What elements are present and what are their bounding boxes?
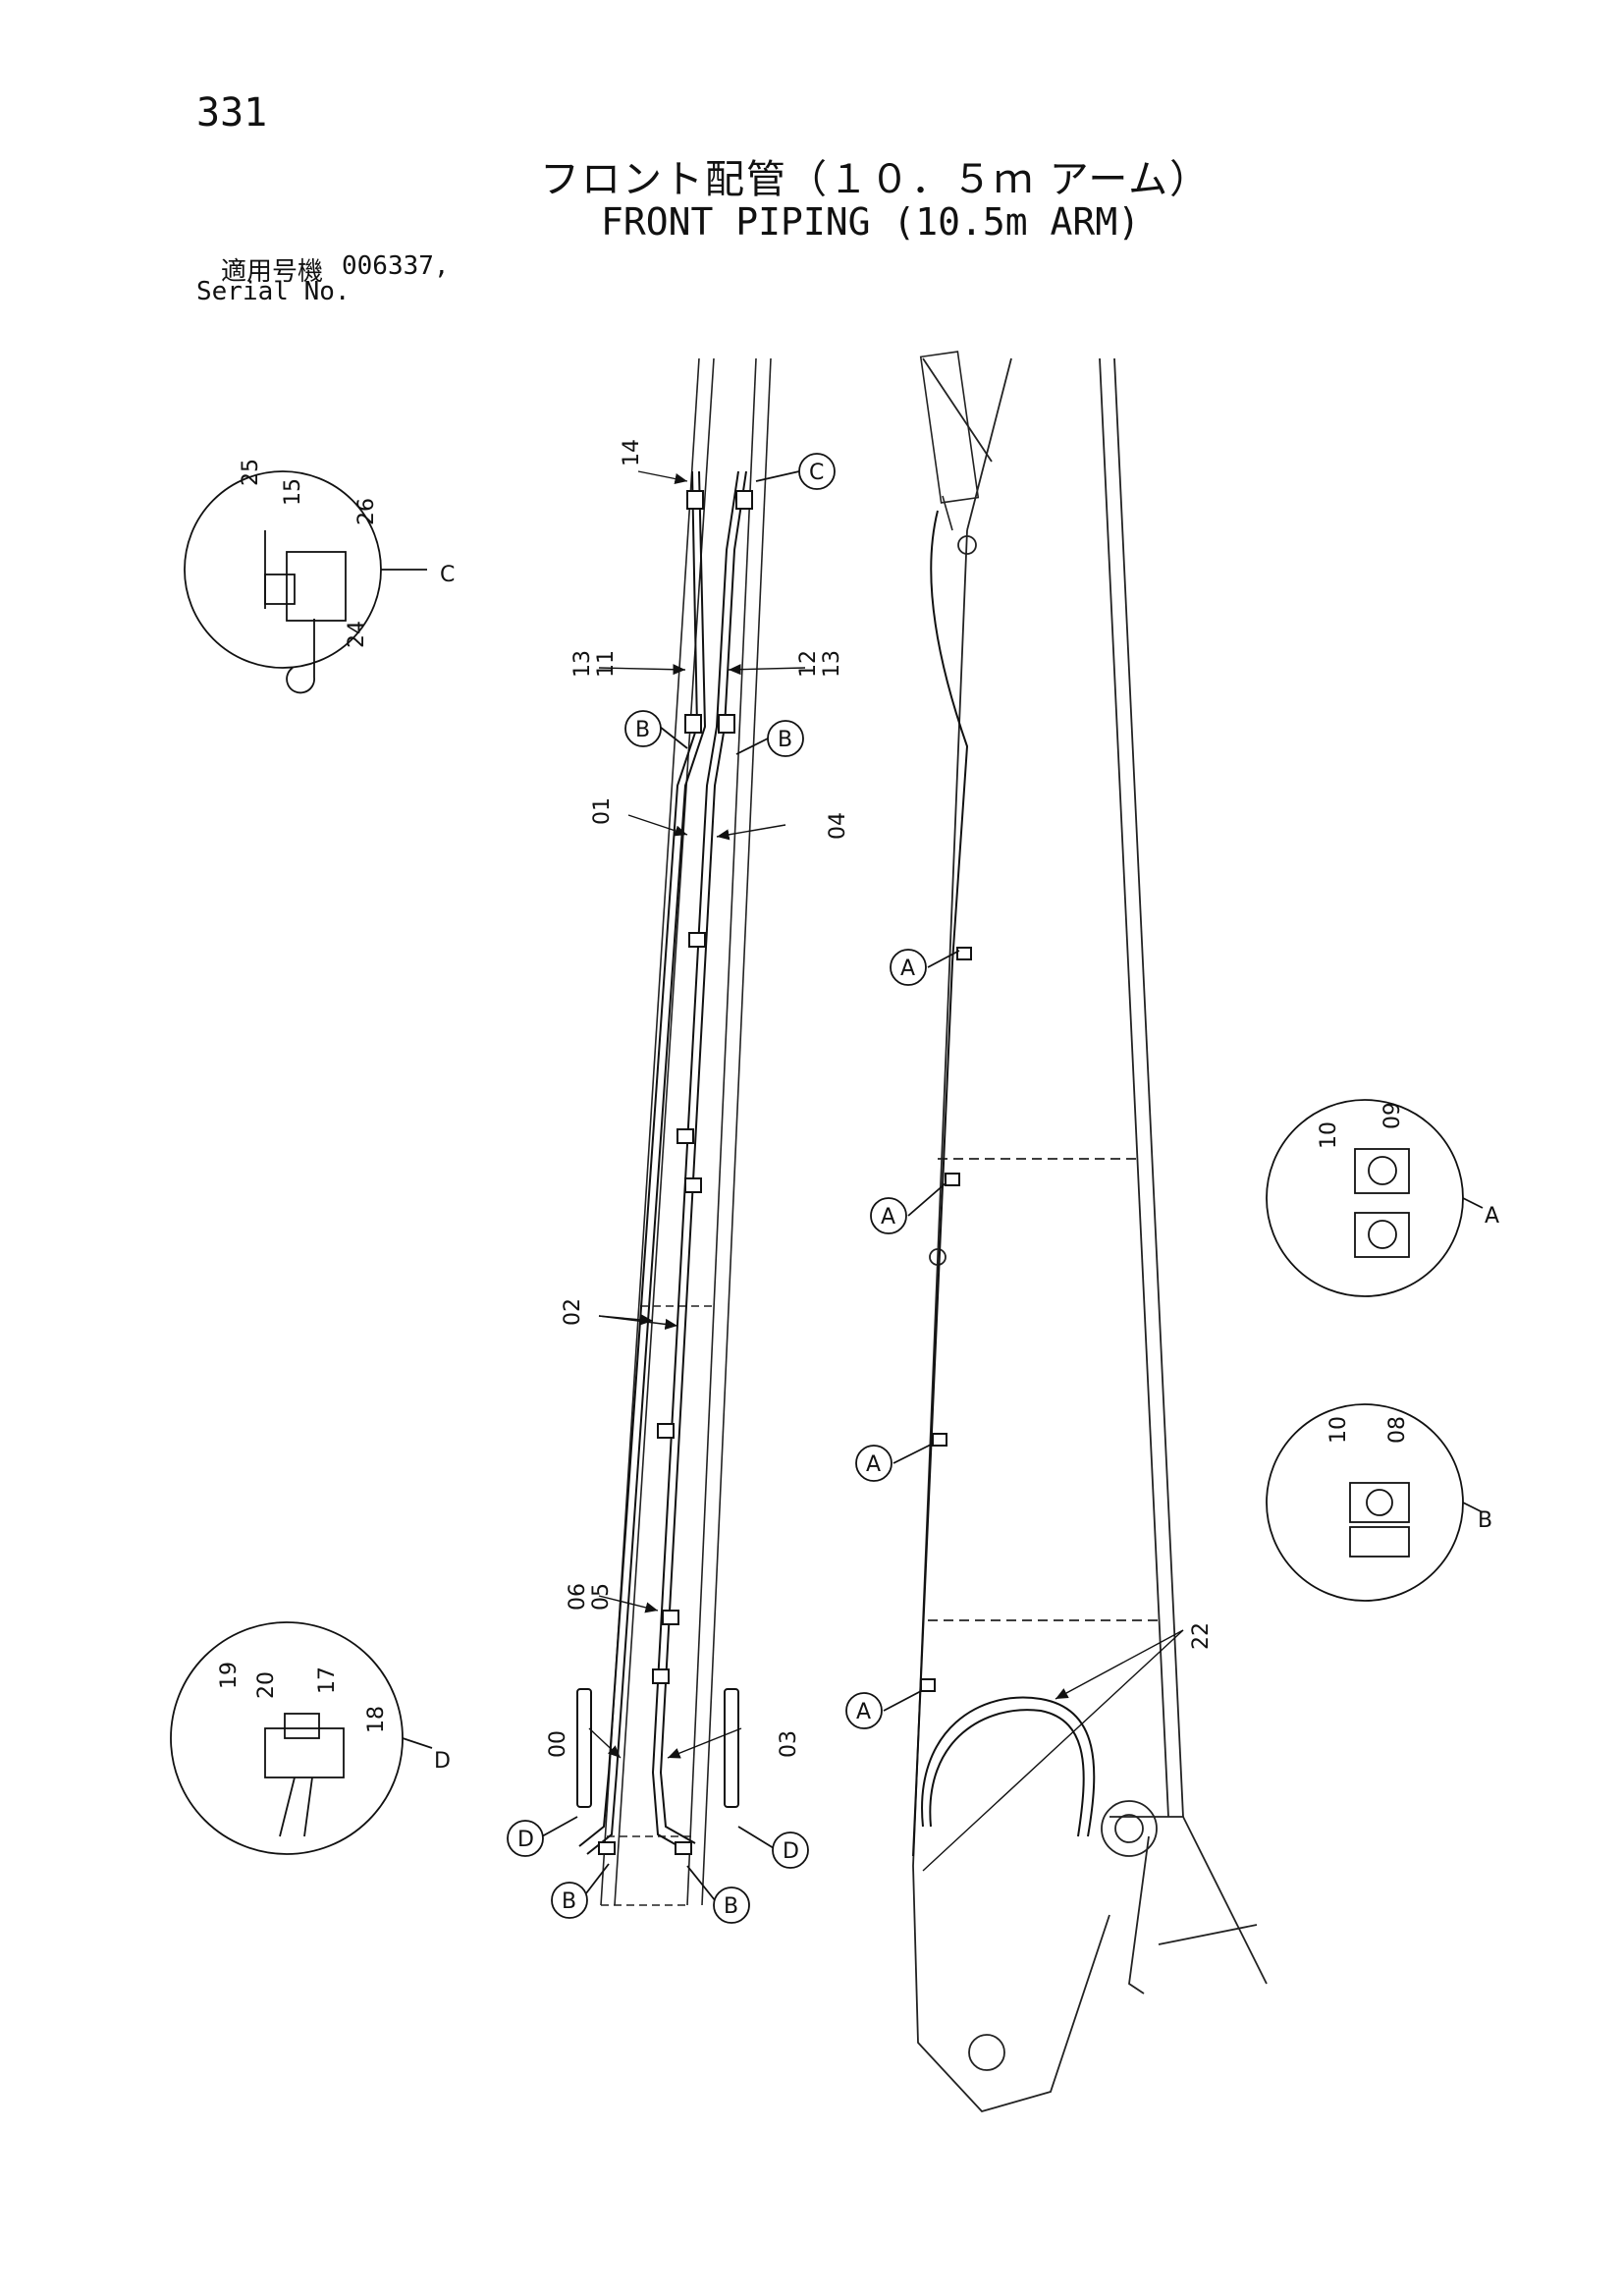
detail-d-part-18: 18 xyxy=(364,1706,389,1733)
callout-b-3-label: B xyxy=(562,1889,576,1914)
callout-a-2-label: A xyxy=(881,1205,895,1230)
detail-a-part-10: 10 xyxy=(1317,1121,1341,1149)
cylinder xyxy=(919,351,980,531)
part-label-00: 00 xyxy=(546,1730,570,1758)
detail-d-part-17: 17 xyxy=(315,1667,340,1694)
detail-d-part-19: 19 xyxy=(217,1662,242,1689)
callout-c: C xyxy=(755,453,836,490)
detail-c-part-24: 24 xyxy=(345,621,369,648)
part-label-01: 01 xyxy=(590,797,615,825)
page-number: 331 xyxy=(196,90,268,136)
detail-c xyxy=(184,470,427,694)
callout-a-3-label: A xyxy=(866,1452,881,1477)
boom-pipe xyxy=(912,510,1096,1857)
callout-d-2: D xyxy=(737,1826,809,1869)
detail-d-part-20: 20 xyxy=(254,1671,279,1699)
part-label-03: 03 xyxy=(777,1730,801,1758)
detail-a xyxy=(1266,1099,1484,1297)
main-pipes xyxy=(576,470,747,1855)
detail-a-part-09: 09 xyxy=(1380,1102,1405,1129)
detail-c-part-25: 25 xyxy=(239,459,263,486)
detail-c-part-15: 15 xyxy=(281,478,305,506)
callout-b-1: B xyxy=(624,710,688,749)
part-label-04: 04 xyxy=(826,812,850,840)
callout-d-2-label: D xyxy=(783,1839,799,1864)
callout-d-1-label: D xyxy=(517,1828,534,1852)
part-label-14: 14 xyxy=(620,439,644,466)
pipe-clamps xyxy=(598,490,753,1855)
callouts: C B B A A A A xyxy=(507,453,960,1924)
part-label-02: 02 xyxy=(561,1298,585,1326)
detail-d xyxy=(170,1621,433,1855)
callout-a-1-label: A xyxy=(900,957,915,981)
page-title-japanese: フロント配管（１０．５ｍ アーム） xyxy=(540,157,1212,202)
callout-a-4-label: A xyxy=(856,1700,871,1724)
detail-c-part-26: 26 xyxy=(354,498,379,525)
detail-c-letter: C xyxy=(440,563,455,587)
detail-d-letter: D xyxy=(434,1749,451,1774)
callout-d-1: D xyxy=(507,1816,578,1857)
detail-b xyxy=(1266,1403,1484,1602)
callout-a-2: A xyxy=(870,1182,947,1234)
callout-b-4: B xyxy=(686,1865,750,1924)
detail-b-letter: B xyxy=(1478,1508,1492,1533)
detail-b-part-10: 10 xyxy=(1326,1416,1351,1444)
callout-b-2-label: B xyxy=(778,728,792,752)
callout-a-3: A xyxy=(855,1443,934,1482)
part-label-12-13: 1213 xyxy=(796,650,844,678)
callout-b-2: B xyxy=(735,720,804,757)
callout-b-4-label: B xyxy=(724,1894,738,1919)
callout-a-4: A xyxy=(845,1690,922,1729)
boom-outline xyxy=(912,357,1268,2113)
detail-a-letter: A xyxy=(1485,1204,1499,1229)
page-title-english: FRONT PIPING (10.5m ARM) xyxy=(601,200,1141,244)
callout-b-1-label: B xyxy=(635,718,650,742)
serial-label-japanese: 適用号機 xyxy=(221,257,324,287)
part-label-06-05: 0605 xyxy=(566,1583,614,1611)
callout-c-label: C xyxy=(809,461,824,485)
serial-label-english: Serial No. xyxy=(196,277,351,306)
detail-b-part-08: 08 xyxy=(1385,1416,1410,1444)
callout-b-3: B xyxy=(551,1863,610,1919)
serial-value: 006337, xyxy=(342,251,450,281)
part-label-22: 22 xyxy=(1189,1622,1214,1650)
callout-a-1: A xyxy=(890,949,960,986)
part-label-13-11: 1311 xyxy=(570,650,619,678)
